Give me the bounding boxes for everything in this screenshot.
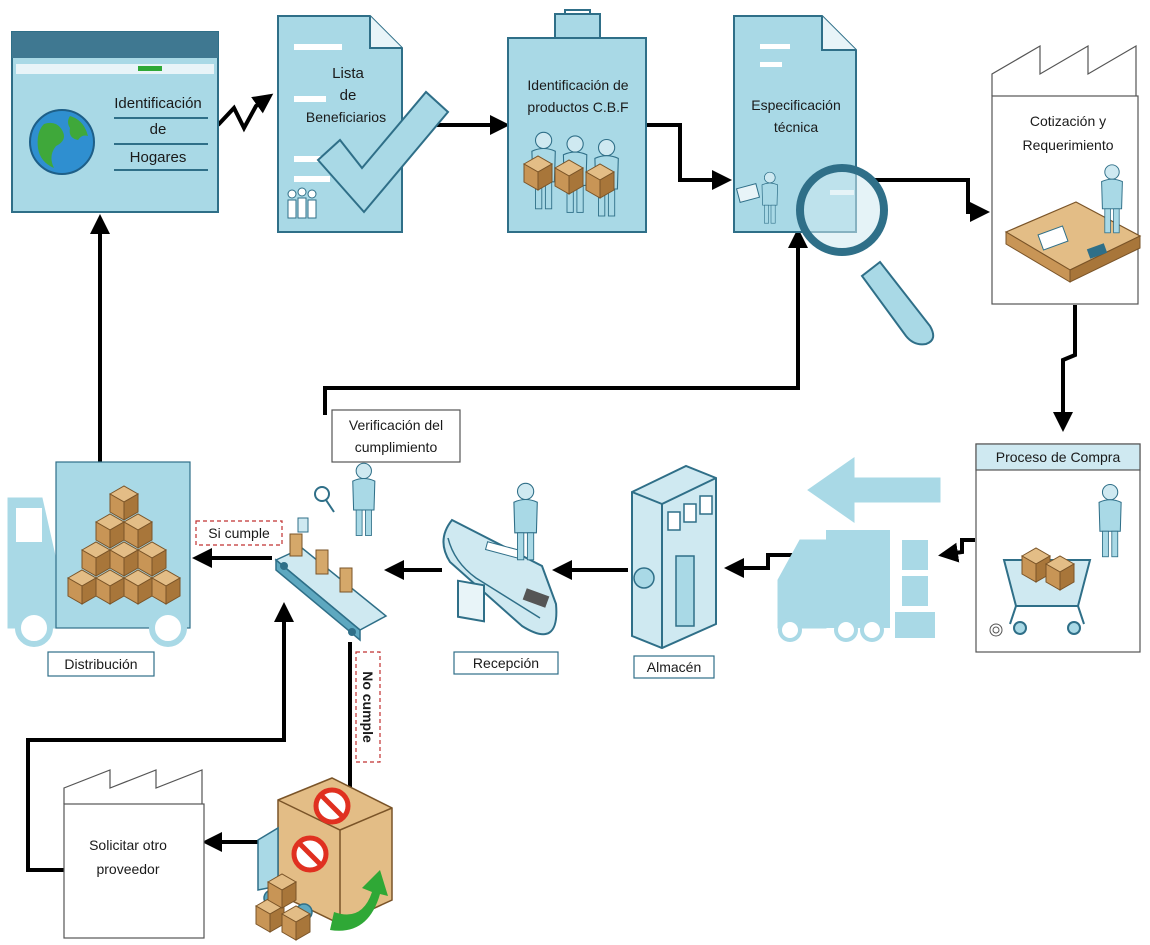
decision-no-cumple: No cumple [355, 651, 381, 763]
cotizacion-label-line1: Cotización y [1030, 113, 1106, 129]
compra-label: Proceso de Compra [996, 449, 1121, 465]
arrow-verificacion-to-especificacion [323, 228, 808, 415]
especificacion-label-line1: Especificación [751, 97, 841, 113]
return-arrow-icon [330, 870, 388, 931]
distribucion-label: Distribución [64, 656, 137, 672]
arrow-productos-to-especificacion [646, 123, 732, 190]
worker-with-clipboard-icon [735, 171, 778, 224]
inspector-icon [352, 462, 376, 537]
node-lista-beneficiarios: Lista de Beneficiarios [277, 15, 450, 233]
almacen-label: Almacén [647, 659, 701, 675]
arrow-compra-to-truck [938, 538, 975, 563]
node-verificacion-cumplimiento: Verificación del cumplimiento [274, 409, 461, 642]
arrow-truck-to-almacen [724, 553, 800, 578]
incoming-arrow-shape [807, 457, 941, 523]
lista-label-line2: de [340, 87, 357, 104]
solicitar-label-line2: proveedor [96, 861, 159, 877]
people-icon [287, 187, 317, 219]
node-distribucion: Distribución [7, 461, 191, 677]
node-recepcion: Recepción [442, 482, 559, 675]
node-proceso-compra: Proceso de Compra [975, 443, 1141, 653]
hogares-label-line3: Hogares [130, 149, 187, 166]
especificacion-label-line2: técnica [774, 119, 819, 135]
stop-sign-icon [291, 835, 329, 873]
shopping-cart-icon [1002, 483, 1122, 635]
solicitar-label-line1: Solicitar otro [89, 837, 167, 853]
hogares-label-line2: de [150, 121, 167, 138]
node-identificacion-hogares: Identificación de Hogares [11, 31, 219, 213]
rejected-shipment-truck-icon [255, 777, 393, 941]
decision-si-cumple: Si cumple [195, 520, 283, 546]
productos-label-line1: Identificación de [527, 77, 628, 93]
node-identificacion-productos: Identificación de productos C.B.F [507, 9, 647, 233]
verificacion-label-line1: Verificación del [349, 417, 443, 433]
magnifying-glass-icon [796, 164, 935, 346]
arrow-hogares-to-lista [216, 93, 274, 133]
hogares-label-line1: Identificación [114, 95, 202, 112]
receptionist-icon [513, 482, 538, 561]
node-almacen: Almacén [631, 464, 717, 679]
lista-label-line1: Lista [332, 65, 364, 82]
arrow-especificacion-to-cotizacion [872, 178, 990, 222]
cotizacion-label-line2: Requerimiento [1022, 137, 1113, 153]
recepcion-label: Recepción [473, 655, 539, 671]
arrow-solicitar-to-verificacion [26, 602, 294, 872]
no-cumple-label: No cumple [360, 671, 376, 743]
conveyor-belt-icon [274, 517, 388, 642]
stop-sign-icon [313, 787, 351, 825]
si-cumple-label: Si cumple [208, 525, 270, 541]
delivery-truck-icon [777, 530, 935, 642]
person-at-desk-icon [1004, 164, 1142, 283]
inspector-magnifier-icon [314, 486, 335, 513]
node-solicitar-proveedor: Solicitar otro proveedor [63, 769, 205, 939]
verificacion-label-line2: cumplimiento [355, 439, 438, 455]
productos-label-line2: productos C.B.F [527, 99, 628, 115]
node-especificacion-tecnica: Especificación técnica [733, 15, 935, 346]
checkmark-icon [316, 90, 450, 214]
workers-carrying-boxes-icon [523, 131, 619, 217]
arrow-cotizacion-to-compra [1053, 305, 1077, 432]
node-cotizacion-requerimiento: Cotización y Requerimiento [991, 44, 1142, 305]
lista-label-line3: Beneficiarios [306, 109, 386, 125]
